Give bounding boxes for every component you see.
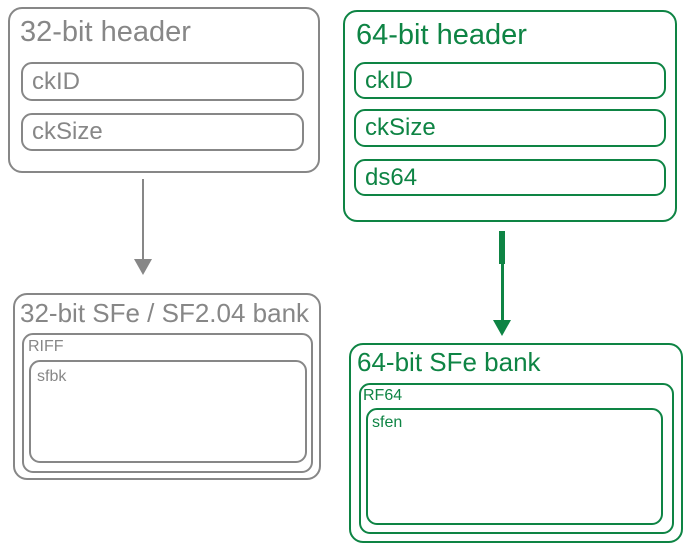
down-arrow-icon (493, 320, 511, 336)
rf64-container-box: RF64 sfen (359, 383, 674, 534)
chunk-ckid-32-label: ckID (32, 67, 80, 95)
chunk-ckid-64-label: ckID (365, 66, 413, 94)
bank64-title: 64-bit SFe bank (357, 347, 541, 377)
arrow-tail (499, 231, 505, 264)
chunk-ds64: ds64 (354, 159, 666, 196)
sfbk-form-box: sfbk (29, 360, 307, 463)
sfen-form-box: sfen (366, 408, 663, 525)
chunk-cksize-32-label: ckSize (32, 118, 103, 145)
chunk-ckid-32: ckID (21, 62, 304, 101)
header64-title: 64-bit header (356, 19, 527, 51)
riff-container-box: RIFF sfbk (22, 333, 313, 473)
chunk-cksize-32: ckSize (21, 113, 304, 151)
header32-title: 32-bit header (20, 16, 191, 48)
bank32-box: 32-bit SFe / SF2.04 bank RIFF sfbk (13, 293, 321, 480)
rf64-label: RF64 (363, 387, 403, 404)
arrow-line (141, 179, 144, 260)
chunk-cksize-64: ckSize (354, 109, 666, 147)
bank32-title: 32-bit SFe / SF2.04 bank (20, 298, 310, 328)
bank64-box: 64-bit SFe bank RF64 sfen (349, 343, 683, 543)
chunk-ds64-label: ds64 (365, 163, 418, 191)
down-arrow-icon (134, 259, 152, 275)
header32-box: 32-bit header ckID ckSize (8, 7, 320, 173)
sfbk-label: sfbk (37, 368, 67, 385)
chunk-ckid-64: ckID (354, 62, 666, 99)
header64-box: 64-bit header ckID ckSize ds64 (343, 10, 677, 222)
arrow-line (500, 263, 504, 321)
riff-label: RIFF (28, 338, 64, 355)
sfen-label: sfen (372, 414, 403, 431)
chunk-cksize-64-label: ckSize (365, 114, 436, 141)
